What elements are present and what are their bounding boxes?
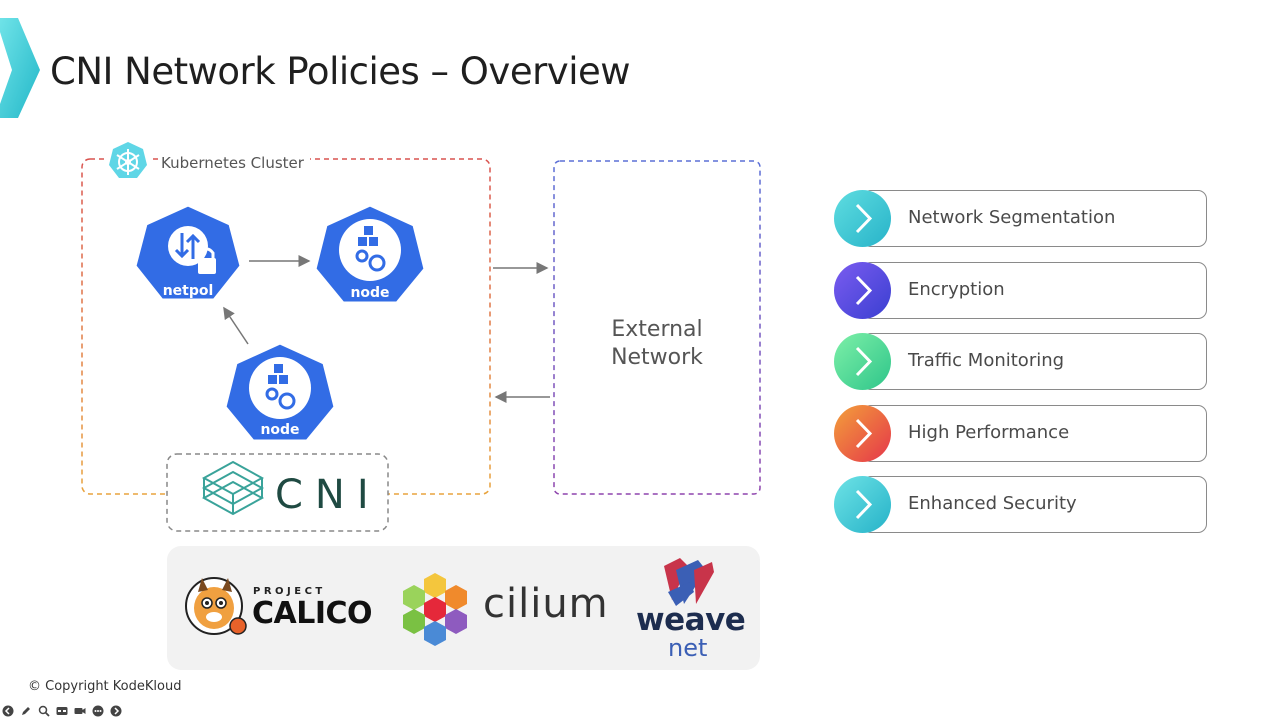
netpol-label: netpol bbox=[162, 283, 214, 299]
vendor-logos bbox=[185, 558, 714, 646]
cni-text: CNI bbox=[275, 472, 381, 518]
feature-item-traffic-monitoring: Traffic Monitoring bbox=[834, 333, 1208, 391]
chevron-right-icon bbox=[834, 333, 891, 390]
network-diagram bbox=[81, 138, 761, 646]
cni-box bbox=[166, 453, 389, 532]
cilium-hex-icon bbox=[403, 573, 467, 646]
calico-name-text: CALICO bbox=[252, 596, 373, 631]
external-network-line1: External bbox=[611, 317, 703, 342]
external-network-boundary bbox=[553, 160, 761, 495]
node-label-bottom: node bbox=[260, 422, 300, 438]
netpol-icon bbox=[133, 203, 243, 302]
feature-label: Traffic Monitoring bbox=[908, 350, 1065, 371]
feature-box bbox=[862, 476, 1207, 533]
feature-chevron-badge bbox=[834, 405, 891, 462]
node-label-top: node bbox=[350, 285, 390, 301]
feature-label: Network Segmentation bbox=[908, 207, 1116, 228]
weave-net-text: net bbox=[668, 634, 708, 662]
feature-box bbox=[862, 190, 1207, 247]
slide-title: CNI Network Policies – Overview bbox=[50, 50, 631, 93]
node-icon-top bbox=[313, 203, 427, 305]
next-icon[interactable] bbox=[110, 705, 122, 717]
kubernetes-cluster-label: Kubernetes Cluster bbox=[161, 154, 310, 172]
pen-icon[interactable] bbox=[20, 705, 32, 717]
cilium-name-text: cilium bbox=[483, 581, 609, 627]
corner-chevron-decoration bbox=[0, 18, 40, 118]
feature-label: High Performance bbox=[908, 422, 1070, 443]
cni-vendor-panel bbox=[167, 546, 760, 670]
feature-box bbox=[862, 333, 1207, 390]
chevron-right-icon bbox=[834, 262, 891, 319]
camera-icon[interactable] bbox=[74, 705, 86, 717]
feature-box bbox=[862, 405, 1207, 462]
feature-label: Enhanced Security bbox=[908, 493, 1077, 514]
arrow-node-to-netpol bbox=[223, 306, 249, 345]
feature-item-network-segmentation: Network Segmentation bbox=[834, 190, 1208, 248]
feature-item-encryption: Encryption bbox=[834, 262, 1208, 320]
calico-cat-icon bbox=[185, 577, 247, 635]
kubernetes-wheel-icon bbox=[105, 138, 151, 184]
feature-box bbox=[862, 262, 1207, 319]
feature-item-enhanced-security: Enhanced Security bbox=[834, 476, 1208, 534]
chevron-right-icon bbox=[834, 476, 891, 533]
more-icon[interactable] bbox=[92, 705, 104, 717]
feature-chevron-badge bbox=[834, 190, 891, 247]
feature-label: Encryption bbox=[908, 279, 1005, 300]
zoom-icon[interactable] bbox=[38, 705, 50, 717]
feature-item-high-performance: High Performance bbox=[834, 405, 1208, 463]
chevron-right-icon bbox=[834, 405, 891, 462]
cni-logo-icon bbox=[201, 460, 265, 516]
copyright-text: © Copyright KodeKloud bbox=[28, 679, 182, 694]
captions-icon[interactable] bbox=[56, 705, 68, 717]
feature-chevron-badge bbox=[834, 476, 891, 533]
weave-mark-icon bbox=[664, 558, 714, 606]
node-icon-bottom bbox=[223, 341, 337, 443]
prev-icon[interactable] bbox=[2, 705, 14, 717]
external-network-label: External Network bbox=[556, 316, 758, 372]
chevron-right-icon bbox=[834, 190, 891, 247]
feature-chevron-badge bbox=[834, 262, 891, 319]
weave-name-text: weave bbox=[636, 602, 746, 638]
feature-chevron-badge bbox=[834, 333, 891, 390]
external-network-line2: Network bbox=[611, 345, 703, 370]
player-toolbar bbox=[2, 704, 122, 718]
calico-project-text: PROJECT bbox=[253, 586, 326, 597]
